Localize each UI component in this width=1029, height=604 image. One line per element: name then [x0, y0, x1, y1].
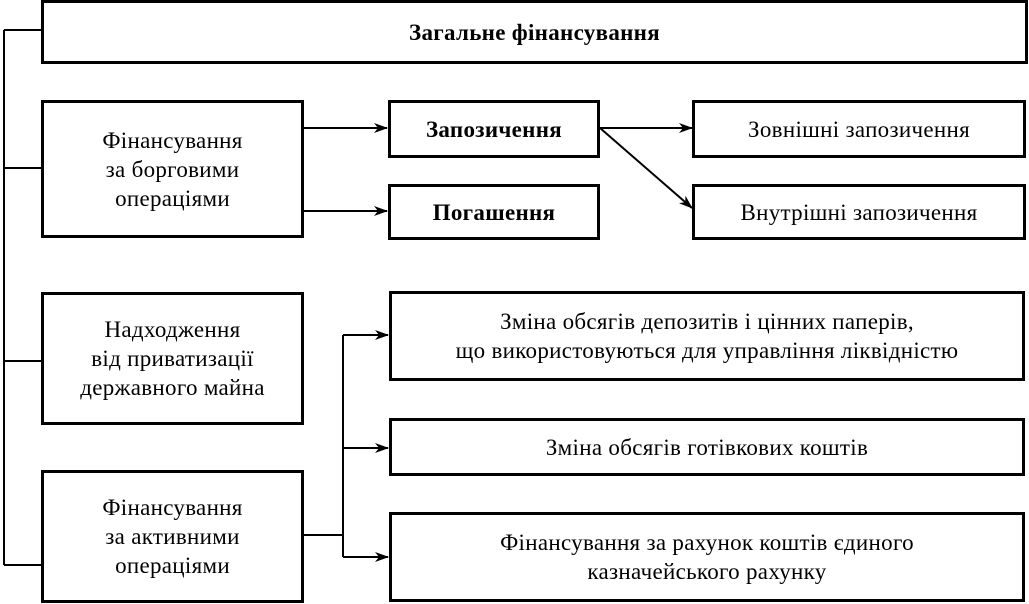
privatization-line-2: від приватизації [91, 346, 254, 371]
general-financing-box: Загальне фінансування [41, 0, 1028, 64]
debt-financing-line-2: за борговими [105, 156, 240, 182]
repayment-label: Погашення [432, 199, 556, 225]
treasury-financing-box: Фінансування за рахунок коштів єдиного к… [389, 512, 1025, 602]
arrow-to-internal [599, 127, 693, 209]
debt-financing-box: Фінансування за борговими операціями [41, 100, 304, 238]
repayment-box: Погашення [388, 184, 600, 240]
external-borrowing-box: Зовнішні запозичення [692, 100, 1026, 158]
debt-financing-line-3: операціями [115, 185, 230, 211]
deposits-change-box: Зміна обсягів депозитів і цінних паперів… [389, 291, 1025, 381]
active-financing-line-1: Фінансування [102, 495, 243, 520]
deposits-change-line-1: Зміна обсягів депозитів і цінних паперів… [500, 309, 914, 334]
debt-financing-line-1: Фінансування [102, 127, 243, 153]
borrowing-box: Запозичення [388, 100, 600, 158]
deposits-change-line-2: що використовуються для управління лікві… [455, 338, 959, 363]
treasury-financing-line-2: казначейського рахунку [587, 559, 827, 584]
active-financing-box: Фінансування за активними операціями [41, 470, 304, 603]
internal-borrowing-label: Внутрішні запозичення [740, 199, 978, 225]
privatization-line-3: державного майна [80, 375, 265, 400]
general-financing-label: Загальне фінансування [409, 19, 660, 45]
internal-borrowing-box: Внутрішні запозичення [692, 184, 1026, 240]
active-financing-line-2: за активними [105, 524, 240, 549]
cash-change-label: Зміна обсягів готівкових коштів [545, 434, 869, 460]
active-financing-line-3: операціями [115, 553, 230, 578]
privatization-line-1: Надходження [104, 317, 241, 342]
treasury-financing-line-1: Фінансування за рахунок коштів єдиного [500, 530, 914, 555]
privatization-box: Надходження від приватизації державного … [41, 292, 304, 425]
borrowing-label: Запозичення [425, 116, 562, 142]
external-borrowing-label: Зовнішні запозичення [748, 116, 970, 142]
cash-change-box: Зміна обсягів готівкових коштів [389, 418, 1025, 476]
